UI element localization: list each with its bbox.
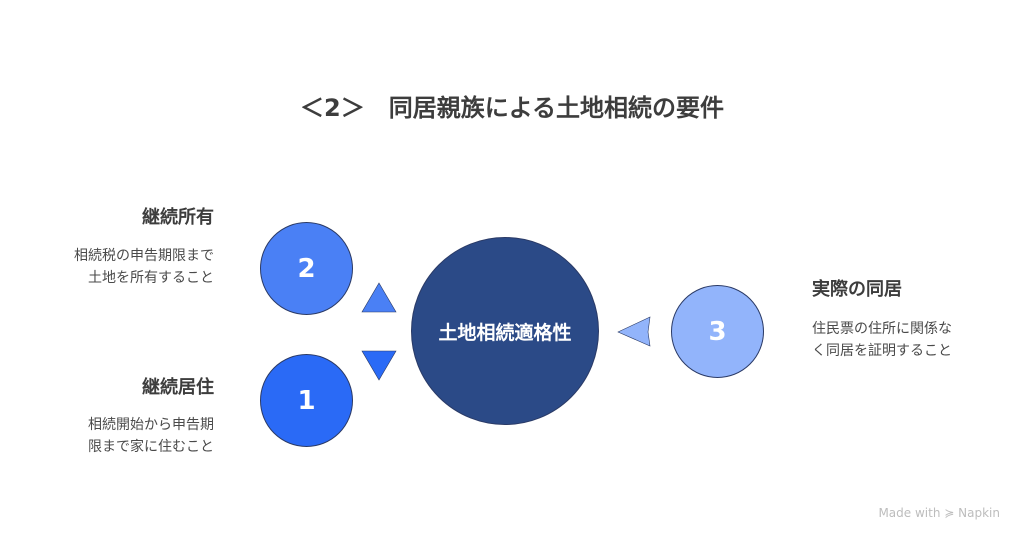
item-2-circle: 2 [260,222,353,315]
arrow-left-icon [617,316,651,347]
item-3-description: 住民票の住所に関係な く同居を証明すること [812,318,952,362]
desc-line: く同居を証明すること [812,343,952,359]
desc-line: 土地を所有すること [88,270,214,286]
item-1-circle: 1 [260,354,353,447]
item-3-circle: 3 [671,285,764,378]
item-2-heading: 継続所有 [142,207,214,228]
item-1-number: 1 [297,385,316,416]
center-label: 土地相続適格性 [438,321,572,344]
arrow-up-icon [361,282,397,313]
item-2-description: 相続税の申告期限まで 土地を所有すること [74,245,214,289]
desc-line: 相続税の申告期限まで [74,248,214,264]
page-title: ＜2＞ 同居親族による土地相続の要件 [300,94,724,122]
center-circle: 土地相続適格性 [411,237,599,425]
brand-text: Napkin [958,506,1000,520]
arrow-down-icon [361,350,397,381]
footer-credit: Made with ≽ Napkin [878,506,1000,520]
desc-line: 相続開始から申告期 [88,417,214,433]
item-2-number: 2 [297,253,316,284]
item-1-description: 相続開始から申告期 限まで家に住むこと [88,414,214,458]
desc-line: 限まで家に住むこと [88,439,214,455]
desc-line: 住民票の住所に関係な [812,321,952,337]
made-with-text: Made with [878,506,941,520]
napkin-logo-icon: ≽ [944,506,955,520]
item-1-heading: 継続居住 [142,377,214,398]
item-3-number: 3 [708,316,727,347]
item-3-heading: 実際の同居 [812,279,902,300]
